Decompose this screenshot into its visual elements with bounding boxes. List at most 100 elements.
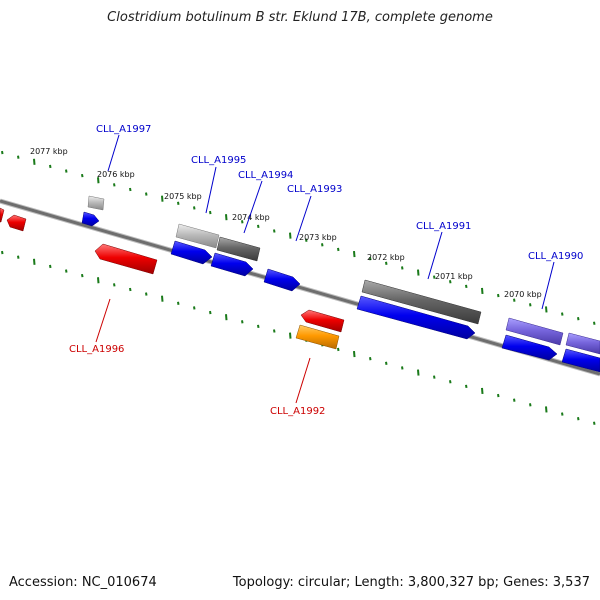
inner-scale-tick (289, 332, 292, 339)
gene-red-arrow[interactable] (0, 207, 5, 223)
outer-scale-tick (65, 169, 68, 173)
outer-scale-tick (193, 206, 196, 210)
outer-scale-tick (353, 250, 356, 258)
outer-scale-tick (593, 321, 596, 325)
gene-blue-arrow[interactable] (170, 240, 213, 265)
outer-scale-tick (529, 303, 532, 307)
gene-CLL_A1993-arrow[interactable] (263, 268, 301, 292)
outer-scale-tick (1, 150, 4, 155)
gene-CLL_A1996-arrow[interactable] (94, 243, 158, 275)
outer-scale-track (1, 150, 596, 325)
genome-summary: Topology: circular; Length: 3,800,327 bp… (232, 575, 590, 590)
inner-scale-tick (225, 314, 228, 321)
outer-scale-tick (241, 220, 244, 224)
outer-scale-tick (497, 293, 500, 298)
inner-scale-tick (561, 412, 564, 416)
outer-scale-tick (321, 243, 324, 247)
reverse-callouts (95, 298, 311, 404)
outer-scale-tick (209, 210, 212, 215)
inner-scale-tick (529, 403, 532, 407)
outer-scale-tick (33, 158, 36, 165)
gene-label-CLL_A1996[interactable]: CLL_A1996 (69, 344, 124, 355)
inner-scale-tick (17, 255, 20, 259)
outer-scale-tick (161, 195, 164, 202)
gene-red-arrow[interactable] (300, 309, 345, 333)
gene-CLL_A1990-arrow[interactable] (505, 317, 564, 346)
gene-blue-arrow[interactable] (501, 334, 558, 361)
outer-scale-tick (433, 275, 436, 279)
gene-blue-arrow[interactable] (81, 211, 100, 227)
inner-scale-tick (113, 283, 116, 287)
outer-scale-tick (305, 238, 308, 242)
outer-scale-tick (49, 164, 52, 169)
outer-scale-tick (257, 224, 260, 229)
scale-label-2072: 2072 kbp (367, 253, 405, 262)
gene-label-CLL_A1993[interactable]: CLL_A1993 (287, 184, 342, 195)
gene-CLL_A1995-arrow[interactable] (175, 223, 220, 249)
outer-scale-tick (465, 284, 468, 289)
scale-label-2073: 2073 kbp (299, 233, 337, 242)
inner-scale-tick (241, 320, 244, 324)
outer-scale-tick (81, 173, 84, 178)
outer-scale-tick (369, 257, 372, 261)
accession-label: Accession: NC_010674 (9, 575, 157, 590)
inner-scale-tick (545, 406, 548, 413)
inner-scale-tick (129, 287, 132, 292)
outer-scale-tick (289, 232, 292, 239)
inner-scale-tick (81, 273, 84, 278)
outer-scale-tick (337, 247, 340, 252)
scale-label-2077: 2077 kbp (30, 147, 68, 156)
outer-scale-tick (385, 261, 388, 265)
genome-backbone-core (0, 199, 600, 376)
inner-scale-tick (97, 277, 100, 284)
inner-scale-tick (417, 369, 420, 376)
inner-scale-tick (353, 350, 356, 358)
gene-purple-arrow[interactable] (565, 332, 600, 355)
inner-scale-tick (481, 387, 484, 395)
gene-label-CLL_A1997[interactable]: CLL_A1997 (96, 124, 151, 135)
inner-scale-tick (497, 393, 500, 398)
outer-scale-tick (225, 214, 228, 221)
inner-scale-tick (257, 324, 260, 329)
outer-scale-tick (273, 229, 276, 233)
inner-scale-tick (369, 357, 372, 361)
outer-scale-tick (545, 306, 548, 313)
inner-scale-tick (1, 250, 4, 255)
inner-scale-tick (577, 416, 580, 421)
gene-blue-arrow[interactable] (210, 252, 254, 277)
gene-red-arrow[interactable] (6, 214, 27, 232)
inner-scale-tick (449, 380, 452, 384)
gene-label-CLL_A1991[interactable]: CLL_A1991 (416, 221, 471, 232)
gene-label-CLL_A1992[interactable]: CLL_A1992 (270, 406, 325, 417)
gene-label-CLL_A1990[interactable]: CLL_A1990 (528, 251, 583, 262)
forward-callouts (107, 134, 555, 310)
scale-label-2076: 2076 kbp (97, 170, 135, 179)
inner-scale-tick (385, 361, 388, 365)
inner-scale-tick (209, 310, 212, 315)
gene-CLL_A1992-arrow[interactable] (295, 324, 340, 350)
inner-scale-tick (65, 269, 68, 273)
gene-blue-arrow[interactable] (561, 348, 600, 373)
inner-scale-tick (433, 375, 436, 379)
inner-scale-tick (513, 398, 516, 402)
gene-blue-arrow[interactable] (356, 295, 476, 340)
gene-CLL_A1994-arrow[interactable] (216, 236, 261, 262)
outer-scale-tick (577, 316, 580, 321)
inner-scale-tick (593, 421, 596, 425)
outer-scale-tick (513, 298, 516, 302)
scale-label-2075: 2075 kbp (164, 192, 202, 201)
scale-label-2074: 2074 kbp (232, 213, 270, 222)
inner-scale-tick (193, 306, 196, 310)
gene-CLL_A1997-arrow[interactable] (87, 195, 105, 211)
gene-CLL_A1991-arrow[interactable] (361, 279, 482, 325)
inner-scale-tick (273, 329, 276, 333)
outer-scale-tick (417, 269, 420, 276)
map-title: Clostridium botulinum B str. Eklund 17B,… (107, 10, 493, 25)
outer-scale-tick (449, 280, 452, 284)
gene-label-CLL_A1995[interactable]: CLL_A1995 (191, 155, 246, 166)
outer-scale-tick (129, 187, 132, 192)
outer-scale-tick (145, 192, 148, 196)
outer-scale-tick (17, 155, 20, 159)
gene-label-CLL_A1994[interactable]: CLL_A1994 (238, 170, 293, 181)
